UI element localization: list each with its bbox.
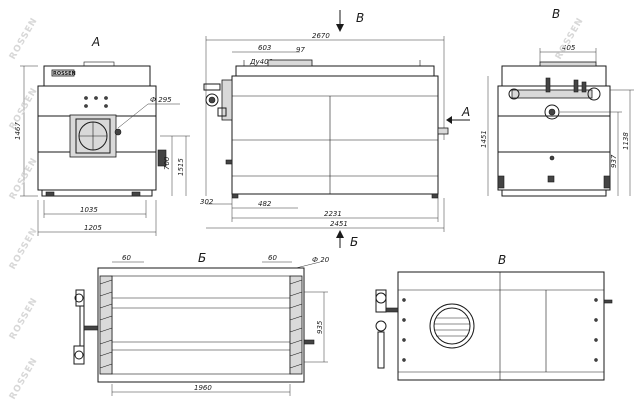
rear-section-label: В: [498, 253, 506, 267]
side-front-offset: 302: [200, 198, 214, 206]
plan-view: Б 60 60 Ф 20: [73, 251, 330, 396]
bottom-section-label: Б: [350, 235, 358, 249]
side-length-total: 2670: [312, 32, 330, 40]
front-flue-height: 1515: [177, 158, 185, 176]
rear-view: В 405 1451 1138 937: [480, 7, 634, 197]
rossen-plate: [51, 69, 75, 77]
side-view-arrow-a: А: [461, 105, 470, 119]
side-length-overall: 2451: [330, 220, 348, 228]
side-flue-width: 97: [296, 46, 305, 54]
front-flue-dia: Ф 295: [150, 96, 172, 104]
rear-section-view: В: [375, 253, 613, 381]
front-flange-height: 700: [163, 156, 171, 170]
plan-label: Б: [198, 251, 206, 265]
front-width-total: 1205: [84, 224, 102, 232]
watermark-4: ROSSEN: [8, 226, 40, 272]
front-view: А ROSSEN 1467 1515 700: [14, 35, 190, 236]
rear-height-right: 1138: [622, 132, 630, 150]
side-body-length: 2231: [324, 210, 342, 218]
side-view: В 2670 603 Ду400 97 А: [200, 10, 470, 249]
plan-left-gap: 60: [122, 254, 131, 262]
side-flue-du: Ду400: [249, 58, 274, 66]
rear-height-mid: 937: [610, 154, 618, 168]
rossen-plate-text: ROSSEN: [53, 71, 76, 77]
front-view-label: А: [91, 35, 100, 49]
front-height-total: 1467: [14, 122, 22, 140]
rear-top-label: В: [552, 7, 560, 21]
watermark-5: ROSSEN: [8, 296, 40, 342]
watermark-6: ROSSEN: [8, 356, 40, 402]
plan-depth: 935: [316, 320, 324, 334]
side-foot-offset: 482: [258, 200, 272, 208]
watermark-7: ROSSEN: [554, 16, 586, 62]
front-width-inner: 1035: [80, 206, 98, 214]
side-view-label: В: [356, 11, 364, 25]
plan-pin-dia: Ф 20: [312, 256, 330, 264]
plan-length: 1960: [194, 384, 212, 392]
plan-right-gap: 60: [268, 254, 277, 262]
watermark-1: ROSSEN: [8, 16, 40, 62]
rear-top-width: 405: [562, 44, 576, 52]
rear-height: 1451: [480, 130, 488, 148]
flue-outlet: [267, 59, 313, 67]
side-flue-offset: 603: [258, 44, 271, 52]
